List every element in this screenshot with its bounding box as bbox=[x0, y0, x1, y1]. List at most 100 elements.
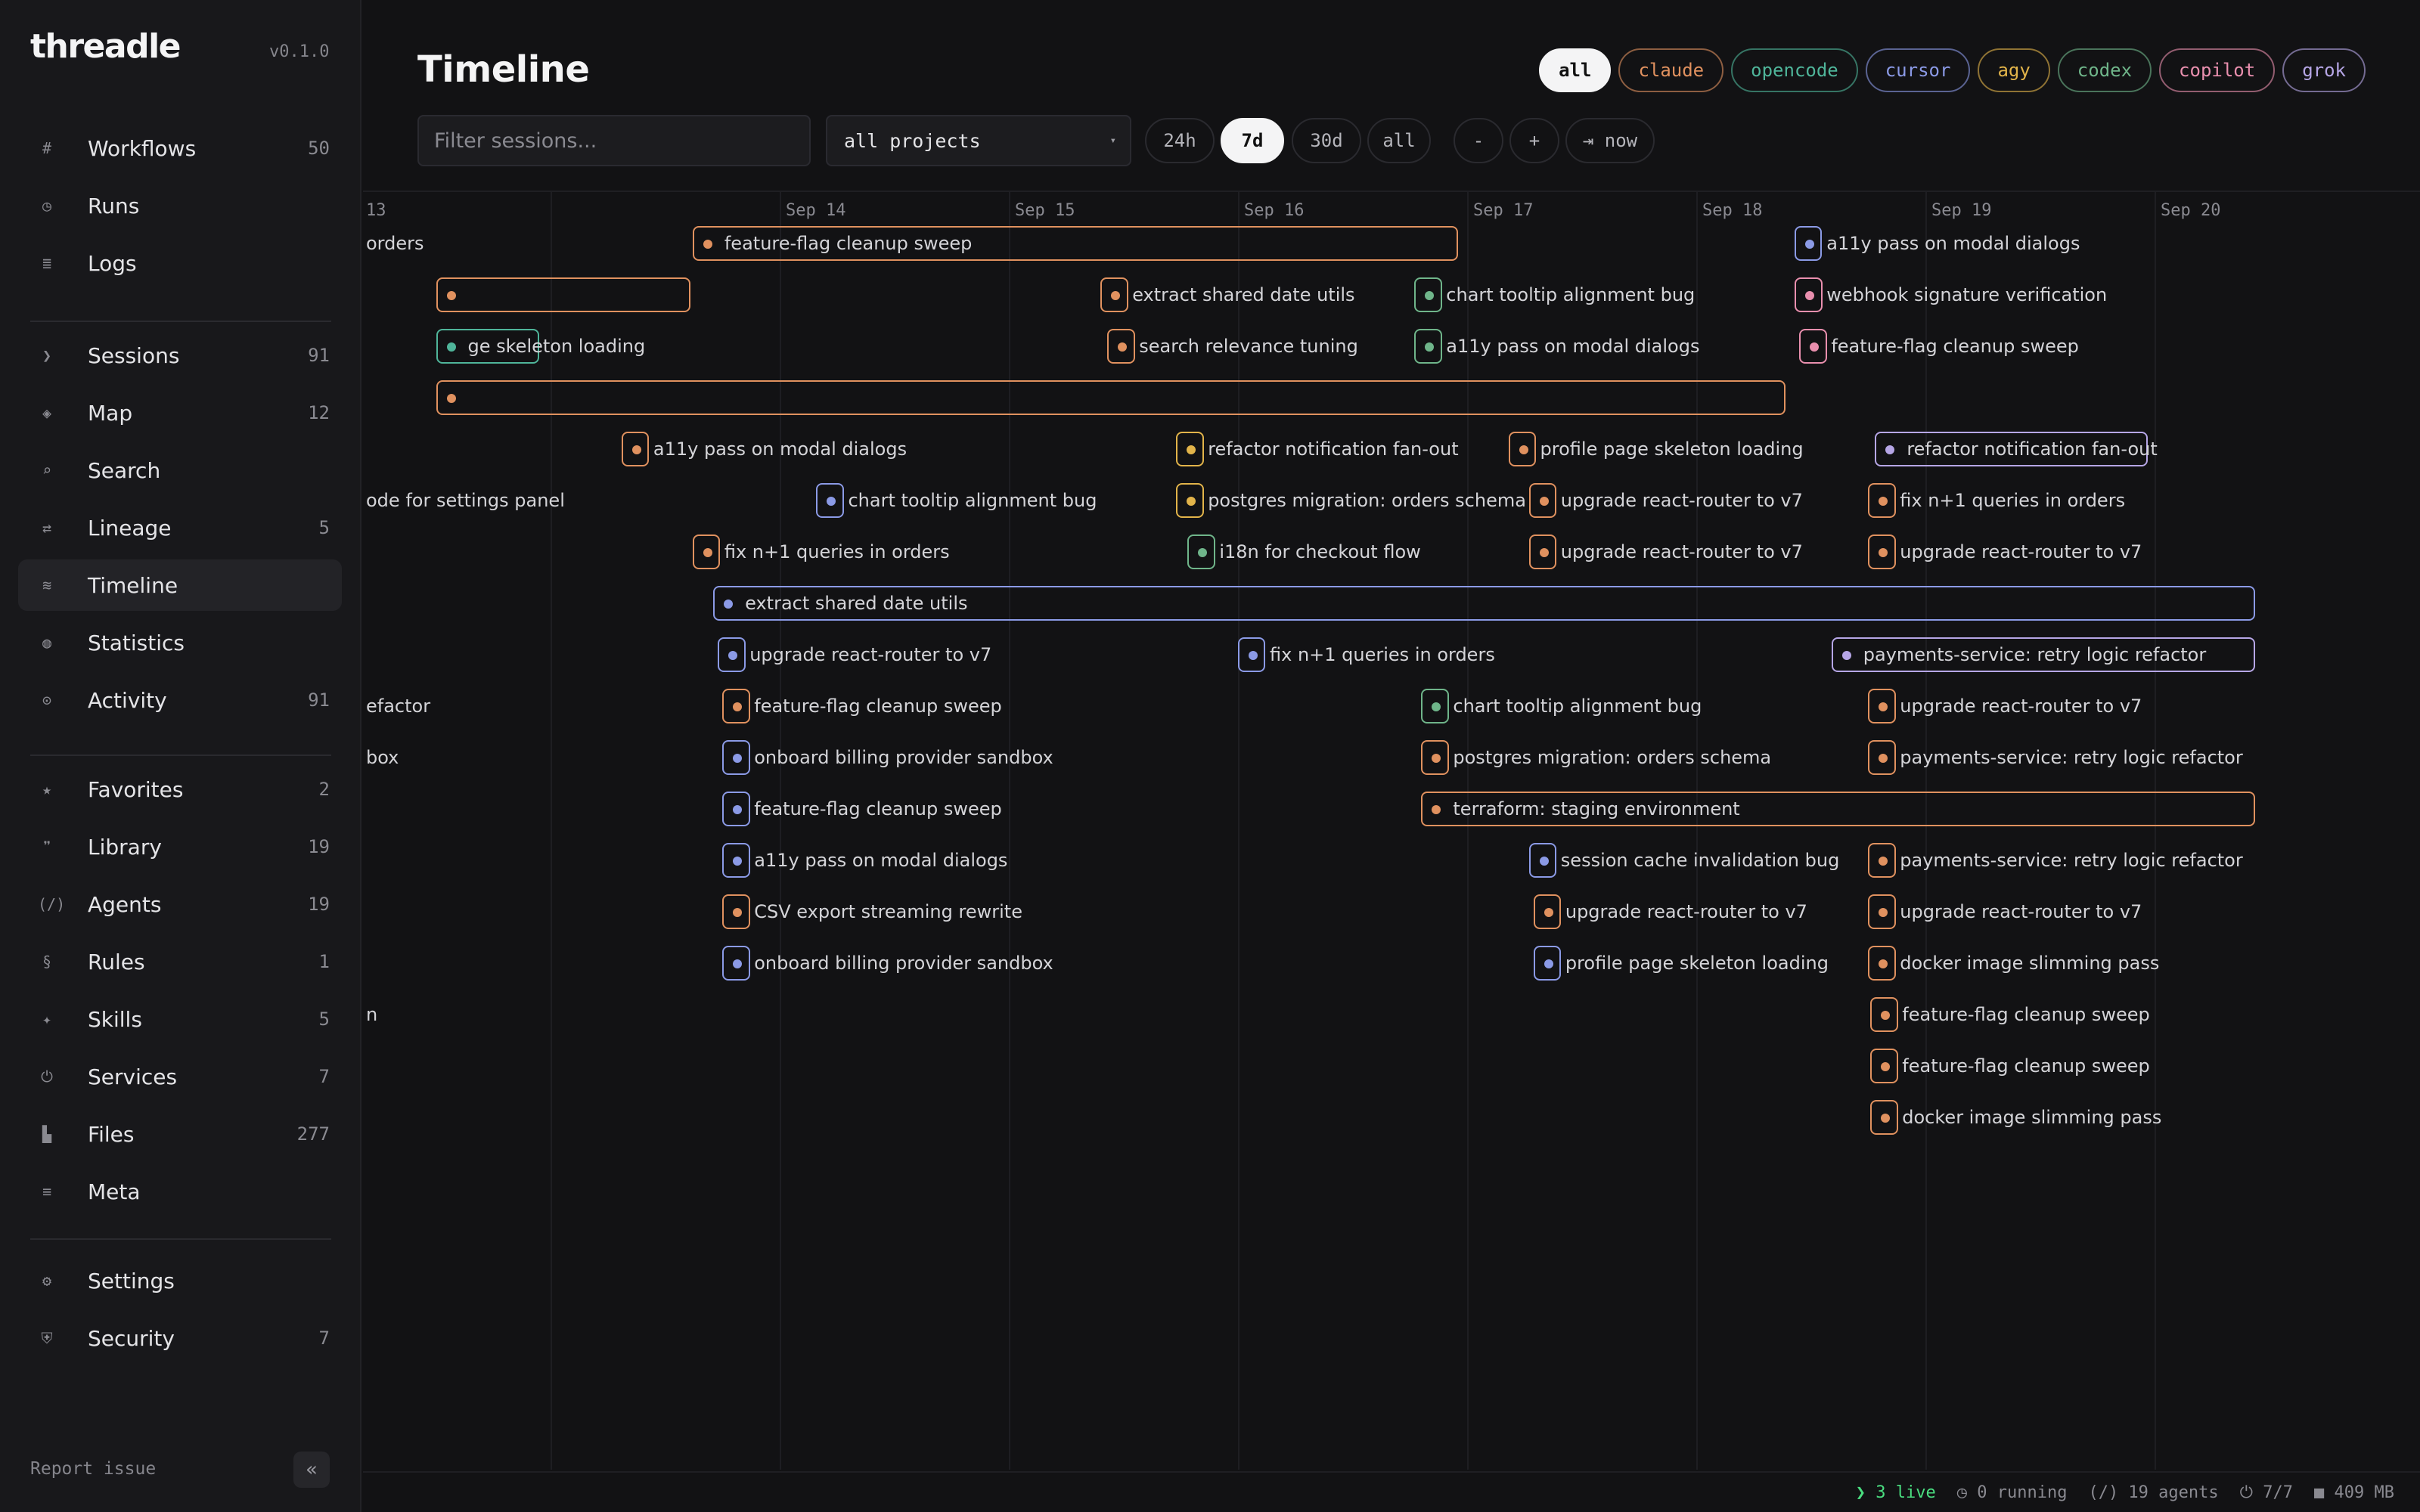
sidebar-item-timeline[interactable]: ≋Timeline bbox=[18, 559, 342, 611]
session-label[interactable]: search relevance tuning bbox=[1139, 336, 1358, 357]
filter-sessions-input[interactable] bbox=[417, 115, 811, 166]
session-label[interactable]: postgres migration: orders schema bbox=[1208, 490, 1526, 511]
agent-filter-codex[interactable]: codex bbox=[2057, 48, 2152, 92]
session-bar[interactable] bbox=[722, 689, 750, 723]
session-bar[interactable] bbox=[1528, 483, 1557, 518]
session-bar[interactable] bbox=[722, 740, 750, 775]
session-label[interactable]: extract shared date utils bbox=[745, 593, 968, 614]
session-label[interactable]: upgrade react-router to v7 bbox=[1560, 541, 1803, 562]
session-label[interactable]: box bbox=[366, 747, 399, 768]
session-label[interactable]: n bbox=[366, 1004, 378, 1025]
sidebar-item-logs[interactable]: ≣Logs bbox=[18, 237, 342, 289]
session-label[interactable]: extract shared date utils bbox=[1132, 284, 1355, 305]
session-label[interactable]: webhook signature verification bbox=[1826, 284, 2108, 305]
session-bar[interactable] bbox=[1868, 740, 1896, 775]
session-label[interactable]: postgres migration: orders schema bbox=[1453, 747, 1772, 768]
collapse-sidebar-button[interactable]: « bbox=[293, 1452, 330, 1488]
session-label[interactable]: feature-flag cleanup sweep bbox=[1902, 1004, 2150, 1025]
session-bar[interactable] bbox=[436, 277, 690, 312]
report-issue-link[interactable]: Report issue bbox=[30, 1459, 157, 1479]
session-label[interactable]: orders bbox=[366, 233, 424, 254]
brand-logo[interactable]: threadle bbox=[30, 27, 182, 66]
session-label[interactable]: feature-flag cleanup sweep bbox=[1902, 1055, 2150, 1077]
session-bar[interactable] bbox=[1421, 792, 2256, 826]
session-label[interactable]: upgrade react-router to v7 bbox=[1900, 541, 2142, 562]
session-bar[interactable] bbox=[1421, 740, 1449, 775]
session-label[interactable]: refactor notification fan-out bbox=[1208, 438, 1459, 460]
session-bar[interactable] bbox=[1868, 689, 1896, 723]
session-label[interactable]: feature-flag cleanup sweep bbox=[1831, 336, 2079, 357]
session-label[interactable]: payments-service: retry logic refactor bbox=[1863, 644, 2207, 665]
agent-filter-all[interactable]: all bbox=[1539, 48, 1612, 92]
session-bar[interactable] bbox=[718, 637, 746, 672]
session-bar[interactable] bbox=[1870, 1100, 1898, 1135]
session-label[interactable]: fix n+1 queries in orders bbox=[1900, 490, 2126, 511]
session-label[interactable]: a11y pass on modal dialogs bbox=[1826, 233, 2080, 254]
session-bar[interactable] bbox=[1421, 689, 1449, 723]
session-bar[interactable] bbox=[1414, 329, 1442, 364]
session-label[interactable]: ge skeleton loading bbox=[467, 336, 646, 357]
session-bar[interactable] bbox=[1528, 534, 1557, 569]
zoom-out-button[interactable]: - bbox=[1454, 118, 1503, 163]
project-select[interactable]: all projects ▾ bbox=[826, 115, 1131, 166]
sidebar-item-statistics[interactable]: ◍Statistics bbox=[18, 617, 342, 668]
session-bar[interactable] bbox=[722, 843, 750, 878]
session-bar[interactable] bbox=[1238, 637, 1266, 672]
time-range-7d[interactable]: 7d bbox=[1221, 118, 1284, 163]
session-label[interactable]: ode for settings panel bbox=[366, 490, 565, 511]
session-bar[interactable] bbox=[1868, 894, 1896, 929]
session-label[interactable]: a11y pass on modal dialogs bbox=[754, 850, 1008, 871]
zoom-in-button[interactable]: + bbox=[1509, 118, 1559, 163]
agent-filter-copilot[interactable]: copilot bbox=[2159, 48, 2276, 92]
session-label[interactable]: chart tooltip alignment bug bbox=[1446, 284, 1696, 305]
agent-filter-grok[interactable]: grok bbox=[2282, 48, 2366, 92]
session-label[interactable]: upgrade react-router to v7 bbox=[749, 644, 992, 665]
session-bar[interactable] bbox=[1508, 432, 1536, 466]
session-bar[interactable] bbox=[1414, 277, 1442, 312]
session-label[interactable]: upgrade react-router to v7 bbox=[1900, 696, 2142, 717]
session-bar[interactable] bbox=[722, 894, 750, 929]
session-label[interactable]: upgrade react-router to v7 bbox=[1565, 901, 1807, 922]
session-bar[interactable] bbox=[1795, 226, 1823, 261]
session-bar[interactable] bbox=[1795, 277, 1823, 312]
session-bar[interactable] bbox=[436, 329, 539, 364]
session-bar[interactable] bbox=[1187, 534, 1215, 569]
session-label[interactable]: upgrade react-router to v7 bbox=[1560, 490, 1803, 511]
session-label[interactable]: a11y pass on modal dialogs bbox=[653, 438, 908, 460]
session-bar[interactable] bbox=[692, 226, 1458, 261]
sidebar-item-search[interactable]: ⌕Search bbox=[18, 445, 342, 496]
session-label[interactable]: a11y pass on modal dialogs bbox=[1446, 336, 1700, 357]
session-bar[interactable] bbox=[1868, 843, 1896, 878]
session-bar[interactable] bbox=[1868, 534, 1896, 569]
session-label[interactable]: profile page skeleton loading bbox=[1540, 438, 1804, 460]
session-bar[interactable] bbox=[1799, 329, 1827, 364]
session-label[interactable]: upgrade react-router to v7 bbox=[1900, 901, 2142, 922]
session-bar[interactable] bbox=[713, 586, 2256, 621]
session-label[interactable]: CSV export streaming rewrite bbox=[754, 901, 1022, 922]
sidebar-item-runs[interactable]: ◷Runs bbox=[18, 180, 342, 231]
session-bar[interactable] bbox=[1868, 946, 1896, 981]
session-label[interactable]: feature-flag cleanup sweep bbox=[754, 798, 1002, 820]
agent-filter-cursor[interactable]: cursor bbox=[1865, 48, 1971, 92]
session-bar[interactable] bbox=[1831, 637, 2256, 672]
session-bar[interactable] bbox=[436, 380, 1786, 415]
live-sessions-indicator[interactable]: ❯ 3 live bbox=[1855, 1483, 1936, 1502]
agent-filter-claude[interactable]: claude bbox=[1618, 48, 1724, 92]
session-bar[interactable] bbox=[722, 946, 750, 981]
time-range-24h[interactable]: 24h bbox=[1145, 118, 1215, 163]
session-label[interactable]: onboard billing provider sandbox bbox=[754, 747, 1053, 768]
agent-filter-opencode[interactable]: opencode bbox=[1731, 48, 1858, 92]
time-range-30d[interactable]: 30d bbox=[1292, 118, 1361, 163]
session-label[interactable]: efactor bbox=[366, 696, 431, 717]
session-bar[interactable] bbox=[1870, 1049, 1898, 1083]
sidebar-item-settings[interactable]: ⚙Settings bbox=[18, 1255, 342, 1306]
